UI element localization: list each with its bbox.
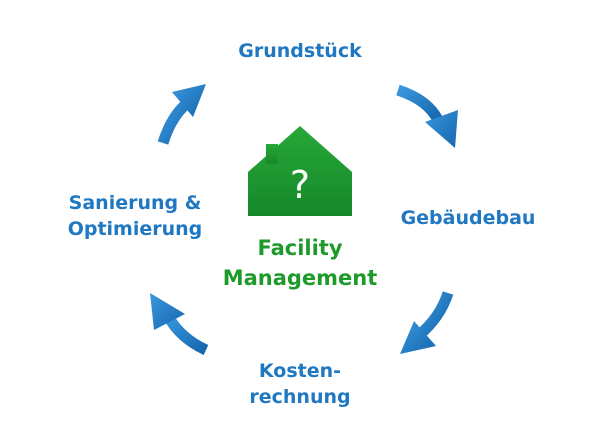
arrow-top-left-icon xyxy=(157,84,206,145)
house-icon: ? xyxy=(248,126,352,216)
node-grundstueck-label: Grundstück xyxy=(238,40,362,62)
node-sanierung-line2: Optimierung xyxy=(67,218,203,240)
node-sanierung: Sanierung & Optimierung xyxy=(40,190,230,242)
arrow-bottom-right-icon xyxy=(400,291,454,354)
node-sanierung-line1: Sanierung & xyxy=(68,192,202,214)
node-kostenrechnung-line1: Kosten- xyxy=(258,360,342,382)
arrow-top-right-icon xyxy=(396,84,458,148)
node-gebaeudebau: Gebäudebau xyxy=(378,205,558,231)
node-kostenrechnung-line2: rechnung xyxy=(249,386,351,408)
center-title-line2: Management xyxy=(222,266,378,290)
center-title: Facility Management xyxy=(205,233,395,293)
house-question-mark: ? xyxy=(290,163,310,207)
node-kostenrechnung: Kosten- rechnung xyxy=(220,358,380,410)
node-gebaeudebau-label: Gebäudebau xyxy=(400,207,536,229)
node-grundstueck: Grundstück xyxy=(200,38,400,64)
arrow-bottom-left-icon xyxy=(150,293,209,355)
center-title-line1: Facility xyxy=(257,236,343,260)
